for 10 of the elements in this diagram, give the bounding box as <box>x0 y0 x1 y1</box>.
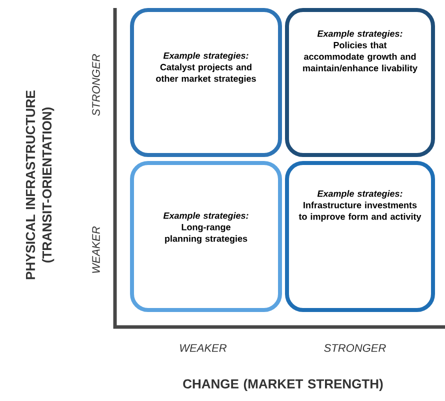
strategy-box: Example strategies: Infrastructure investments to improve form and activity <box>285 161 435 312</box>
axis-tick-label: WEAKER <box>180 344 226 352</box>
axis-title: CHANGE (MARKET STRENGTH) <box>183 378 383 392</box>
strategy-box: Example strategies: Catalyst projects and other market strategies <box>130 8 282 157</box>
axis-tick-label: WEAKER <box>92 226 100 273</box>
axis-tick-label: STRONGER <box>324 344 386 352</box>
axis-title: PHYSICAL INFRASTRUCTURE (TRANSIT-ORIENTATION) <box>26 90 54 280</box>
strategy-box: Example strategies: Long-range planning strategies <box>130 161 282 312</box>
axis-tick-label: STRONGER <box>92 54 100 116</box>
strategy-box: Example strategies: Policies that accommodate growth and maintain/enhance livability <box>285 8 435 157</box>
